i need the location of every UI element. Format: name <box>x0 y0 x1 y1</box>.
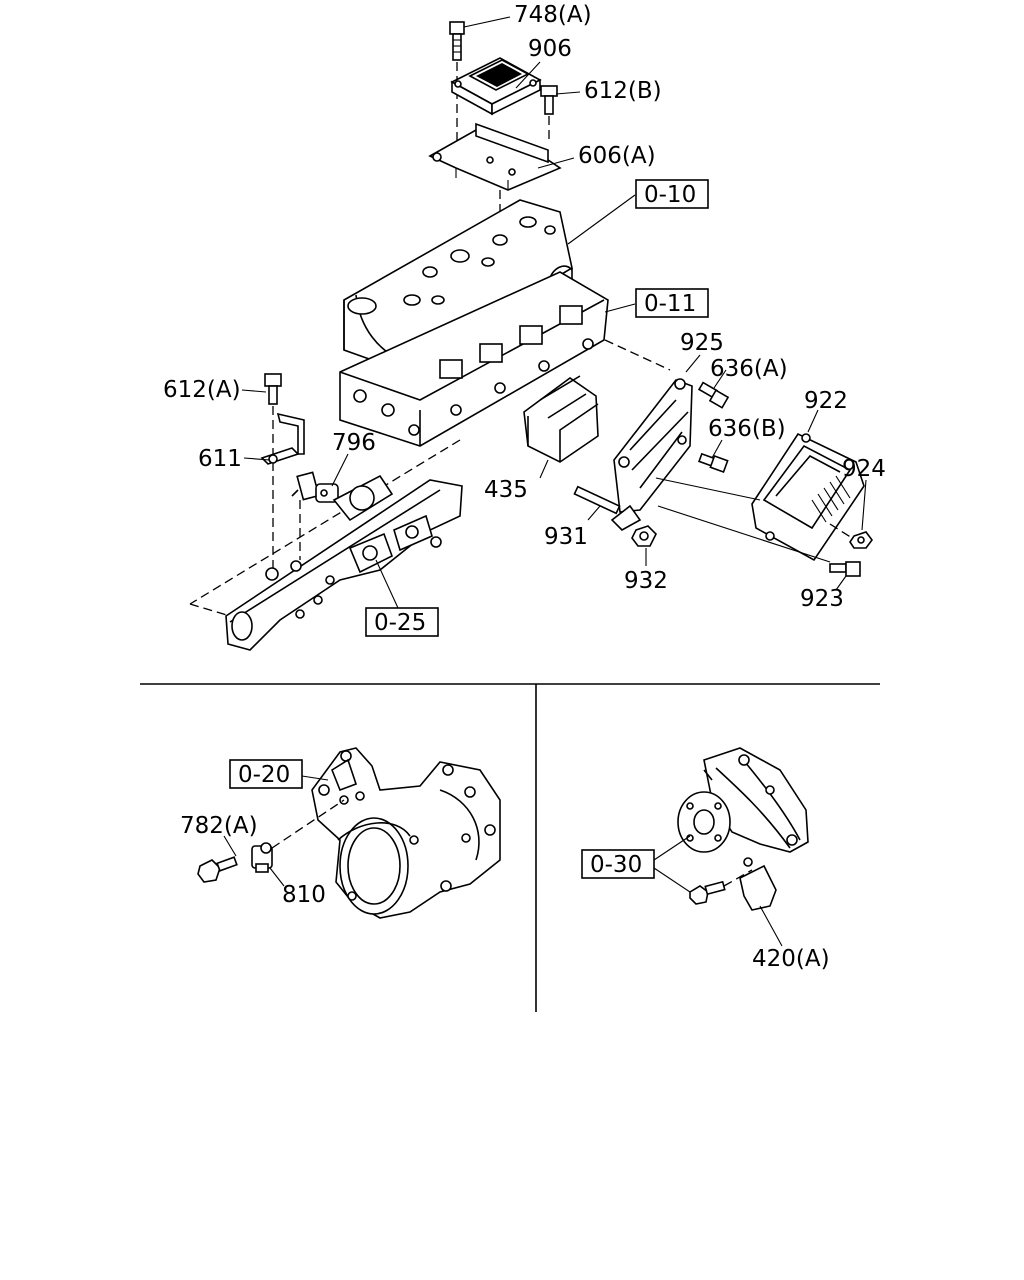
bolt-923 <box>829 561 861 577</box>
label-931: 931 <box>544 524 588 550</box>
label-606a: 606(A) <box>578 143 656 169</box>
label-922: 922 <box>804 388 848 414</box>
nut-932 <box>631 525 657 547</box>
ref-box-0-10 <box>635 179 709 209</box>
cylinder-head <box>339 271 609 447</box>
bolt-636b <box>698 452 729 474</box>
plate-420a <box>739 857 777 911</box>
label-748a: 748(A) <box>514 2 592 28</box>
label-435: 435 <box>484 477 528 503</box>
label-782a: 782(A) <box>180 813 258 839</box>
label-906: 906 <box>528 36 572 62</box>
label-612b: 612(B) <box>584 78 662 104</box>
sensor-796 <box>291 471 339 503</box>
label-924: 924 <box>842 456 886 482</box>
shield-435 <box>523 375 599 463</box>
label-636a: 636(A) <box>710 356 788 382</box>
bolt-636a <box>697 381 730 409</box>
label-611: 611 <box>198 446 242 472</box>
label-923: 923 <box>800 586 844 612</box>
nut-924 <box>849 531 873 549</box>
ref-0-20: 0-20 <box>238 762 290 788</box>
ref-box-0-30 <box>581 849 655 879</box>
bolt-612a <box>264 373 282 405</box>
bracket-606a <box>428 122 562 191</box>
label-420a: 420(A) <box>752 946 830 972</box>
cylinder-head-cover <box>343 199 573 386</box>
bolt-pump <box>689 880 726 905</box>
label-925: 925 <box>680 330 724 356</box>
bracket-611 <box>260 412 305 465</box>
leader-lines-top <box>241 16 847 591</box>
intake-manifold <box>225 474 463 651</box>
controller-922 <box>751 432 865 562</box>
engine-assembly-illustration <box>189 21 873 651</box>
label-932: 932 <box>624 568 668 594</box>
label-612a: 612(A) <box>163 377 241 403</box>
ref-0-11: 0-11 <box>644 291 696 317</box>
ref-0-10: 0-10 <box>644 182 696 208</box>
label-636b: 636(B) <box>708 416 786 442</box>
water-pump-illustration <box>677 747 809 853</box>
bolt-612b <box>540 85 558 115</box>
ref-box-0-20 <box>229 759 303 789</box>
bolt-782a <box>197 856 238 883</box>
ref-0-25: 0-25 <box>374 610 426 636</box>
ref-box-0-11 <box>635 288 709 318</box>
ref-0-30: 0-30 <box>590 852 642 878</box>
stud-931 <box>573 485 621 515</box>
label-810: 810 <box>282 882 326 908</box>
bolt-748a <box>449 21 465 61</box>
ref-box-0-25 <box>365 607 439 637</box>
timing-cover-illustration <box>311 747 501 919</box>
controller-fins <box>811 475 851 523</box>
module-906 <box>450 57 542 116</box>
label-796: 796 <box>332 430 376 456</box>
sensor-810 <box>251 842 273 873</box>
bracket-925 <box>613 378 693 513</box>
